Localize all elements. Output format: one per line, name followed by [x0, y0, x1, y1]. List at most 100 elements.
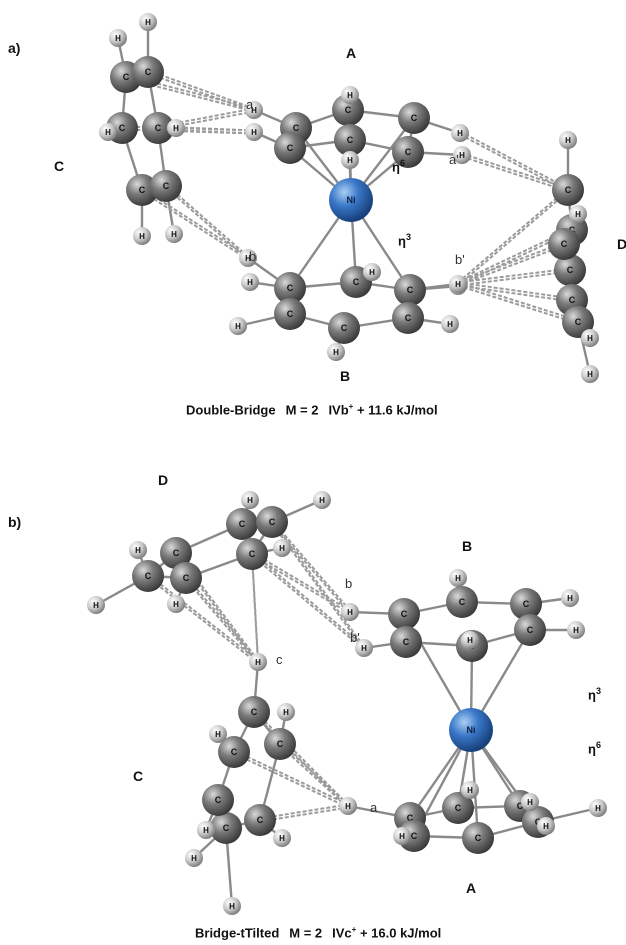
atom-symbol: C: [287, 143, 294, 153]
atom-symbol: C: [575, 317, 582, 327]
weak-interaction-bond: [457, 270, 571, 287]
panel-a-label: a): [8, 40, 21, 56]
atom-symbol: C: [411, 831, 418, 841]
atom-symbol: C: [475, 833, 482, 843]
panel-a-bond-label-a: a: [246, 97, 254, 112]
atom-symbol: H: [467, 636, 473, 645]
hydrogen-atom: H: [567, 621, 585, 639]
atom-symbol: H: [191, 854, 197, 863]
hydrogen-atom: H: [449, 569, 467, 587]
hydrogen-atom: H: [341, 603, 359, 621]
atom-symbol: C: [139, 185, 146, 195]
atom-symbol: C: [517, 801, 524, 811]
weak-interaction-bond: [147, 69, 255, 110]
panel-a-ring-label-b: B: [340, 368, 351, 384]
atom-symbol: C: [287, 283, 294, 293]
atom-symbol: H: [135, 546, 141, 555]
atom-symbol: H: [333, 348, 339, 357]
carbon-atom: C: [332, 94, 364, 126]
atom-symbol: C: [163, 181, 170, 191]
weak-interaction-bond: [457, 284, 579, 325]
weak-interaction-bond: [457, 267, 571, 284]
weak-interaction-bond: [251, 555, 259, 664]
atom-symbol: H: [215, 730, 221, 739]
nickel-atom: Ni: [329, 178, 373, 222]
panel-b-bond-label-b: b: [345, 576, 353, 591]
atom-symbol: C: [407, 285, 414, 295]
carbon-atom: C: [392, 302, 424, 334]
panel-a-bond-label-b-prime: b': [455, 252, 465, 267]
atom-symbol: H: [467, 786, 473, 795]
atom-symbol: C: [405, 147, 412, 157]
atom-symbol: C: [145, 67, 152, 77]
hydrogen-atom: H: [341, 86, 359, 104]
atom-symbol: C: [231, 747, 238, 757]
atom-symbol: H: [251, 128, 257, 137]
atom-symbol: C: [287, 309, 294, 319]
atom-symbol: H: [347, 608, 353, 617]
atom-symbol: H: [115, 34, 121, 43]
atom-symbol: H: [105, 128, 111, 137]
atom-symbol: H: [347, 156, 353, 165]
atom-symbol: C: [277, 739, 284, 749]
nickel-atom: Ni: [449, 708, 493, 752]
atom-symbol: C: [459, 597, 466, 607]
weak-interaction-bond: [271, 519, 351, 612]
atom-symbol: H: [345, 802, 351, 811]
hydrogen-atom: H: [165, 225, 183, 243]
weak-interaction-bond: [233, 752, 349, 809]
atom-symbol: C: [341, 323, 348, 333]
hydrogen-atom: H: [229, 317, 247, 335]
atom-symbol: C: [145, 571, 152, 581]
atom-symbol: H: [229, 902, 235, 911]
atom-symbol: C: [223, 823, 230, 833]
atom-symbol: H: [145, 18, 151, 27]
hydrogen-atom: H: [461, 631, 479, 649]
atom-symbol: H: [171, 230, 177, 239]
panel-b-ring-label-b: B: [462, 538, 473, 554]
weak-interaction-bond: [457, 284, 573, 303]
carbon-atom: C: [160, 537, 192, 569]
atom-symbol: H: [369, 268, 375, 277]
weak-interaction-bond: [459, 133, 569, 193]
carbon-atom: C: [388, 598, 420, 630]
atom-symbol: H: [567, 594, 573, 603]
hydrogen-atom: H: [99, 123, 117, 141]
atom-symbol: C: [569, 295, 576, 305]
panel-a-hapticity-top: η6: [392, 158, 405, 175]
panel-a-bond-label-b: b: [249, 249, 257, 264]
weak-interaction-bond: [147, 576, 259, 665]
carbon-atom: C: [398, 102, 430, 134]
weak-interaction-bond: [165, 186, 249, 261]
atom-symbol: H: [279, 834, 285, 843]
carbon-atom: C: [210, 812, 242, 844]
weak-interaction-bond: [141, 190, 249, 261]
atom-symbol: H: [543, 822, 549, 831]
atom-symbol: C: [353, 277, 360, 287]
atom-symbol: H: [93, 601, 99, 610]
panel-b-hapticity-top: η3: [588, 686, 601, 703]
atom-symbol: H: [279, 544, 285, 553]
atom-symbol: H: [247, 278, 253, 287]
weak-interaction-bond: [271, 522, 365, 651]
weak-interaction-bond: [457, 190, 569, 287]
atom-symbol: C: [345, 105, 352, 115]
hydrogen-atom: H: [559, 131, 577, 149]
atom-symbol: C: [123, 72, 130, 82]
hydrogen-atom: H: [245, 123, 263, 141]
hydrogen-atom: H: [521, 793, 539, 811]
weak-interaction-bond: [253, 709, 349, 806]
hydrogen-atom: H: [133, 227, 151, 245]
weak-interaction-bond: [457, 187, 569, 284]
carbon-atom: C: [238, 696, 270, 728]
hydrogen-atom: H: [223, 897, 241, 915]
panel-a-hapticity-bottom: η3: [398, 232, 411, 249]
panel-b-ring-label-a: A: [466, 880, 477, 896]
carbon-atom: C: [150, 170, 182, 202]
hydrogen-atom: H: [461, 781, 479, 799]
hydrogen-atom: H: [581, 329, 599, 347]
